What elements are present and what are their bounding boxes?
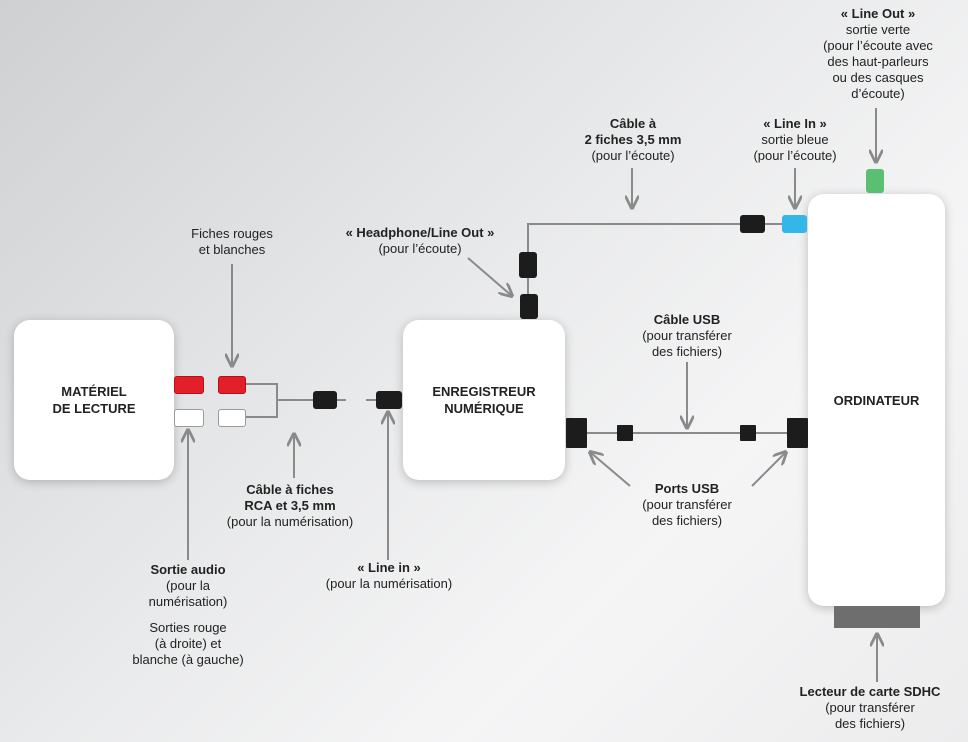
- recorder-label-line-1: ENREGISTREUR: [432, 384, 536, 399]
- label-headphone-out-title: « Headphone/Line Out »: [345, 225, 495, 240]
- pc-green-jack: [866, 169, 884, 193]
- label-line-in-recorder-title: « Line in »: [357, 560, 421, 575]
- usb-plug-left: [617, 425, 633, 441]
- label-rca-cable-note: (pour la numérisation): [226, 514, 354, 529]
- label-line-out-pc-title: « Line Out »: [840, 6, 916, 21]
- label-line-in-recorder-note: (pour la numérisation): [325, 576, 453, 591]
- label-sd-reader-note-1: (pour transférer: [825, 700, 915, 715]
- headphone-cable-wire: [527, 223, 740, 252]
- label-sd-reader-note-2: des fichiers): [834, 716, 906, 731]
- rca-35mm-plug: [313, 391, 337, 409]
- label-line-in-pc-note-1: sortie bleue: [761, 132, 829, 147]
- player-label-line-1: MATÉRIEL: [61, 384, 127, 399]
- label-audio-out-detail-3: blanche (à gauche): [132, 652, 244, 667]
- player-label-line-2: DE LECTURE: [52, 401, 136, 416]
- playback-device: MATÉRIEL DE LECTURE: [14, 320, 174, 480]
- label-usb-cable-note-1: (pour transférer: [642, 328, 732, 343]
- label-line-out-pc-note-2: (pour l’écoute avec: [823, 38, 933, 53]
- label-usb-ports-note-1: (pour transférer: [642, 497, 732, 512]
- label-audio-out-note-1: (pour la: [165, 578, 211, 593]
- rca-red-plug: [218, 376, 246, 394]
- label-cable-35: Câble à 2 fiches 3,5 mm (pour l’écoute): [558, 116, 708, 164]
- label-audio-out-detail: Sorties rouge (à droite) et blanche (à g…: [106, 620, 270, 668]
- recorder-label-line-2: NUMÉRIQUE: [444, 401, 524, 416]
- arrow-usb-port-pc: [751, 452, 786, 487]
- label-line-out-pc-note-5: d’écoute): [851, 86, 905, 101]
- label-rca-cable: Câble à fiches RCA et 3,5 mm (pour la nu…: [198, 482, 382, 530]
- recorder-headphone-jack: [520, 294, 538, 319]
- computer: ORDINATEUR: [808, 194, 945, 606]
- label-usb-ports-note-2: des fichiers): [651, 513, 723, 528]
- rca-cable-white-wire: [244, 400, 278, 418]
- pc-cable-plug: [740, 215, 765, 233]
- recorder-linein-plug: [376, 391, 402, 409]
- label-line-in-pc-note-2: (pour l’écoute): [753, 148, 837, 163]
- label-headphone-out: « Headphone/Line Out » (pour l’écoute): [316, 225, 524, 257]
- rca-white-plug: [218, 409, 246, 427]
- sd-card-slot: [834, 606, 920, 628]
- label-audio-out-title: Sortie audio: [150, 562, 226, 577]
- label-sd-reader-title: Lecteur de carte SDHC: [799, 684, 941, 699]
- arrow-headphone-out: [467, 257, 512, 296]
- label-usb-cable-title: Câble USB: [653, 312, 721, 327]
- label-usb-ports: Ports USB (pour transférer des fichiers): [612, 481, 762, 529]
- label-rca-plugs-line-2: et blanches: [198, 242, 266, 257]
- label-cable-35-title-1: Câble à: [609, 116, 657, 131]
- headphone-cable-plug: [519, 252, 537, 278]
- label-headphone-out-note: (pour l’écoute): [378, 241, 462, 256]
- player-white-jack: [174, 409, 204, 427]
- label-line-in-recorder: « Line in » (pour la numérisation): [294, 560, 484, 592]
- label-rca-cable-title-2: RCA et 3,5 mm: [244, 498, 336, 513]
- label-line-out-pc-note-3: des haut-parleurs: [827, 54, 929, 69]
- recorder-usb-port: [566, 418, 587, 448]
- usb-plug-right: [740, 425, 756, 441]
- label-sd-reader: Lecteur de carte SDHC (pour transférer d…: [772, 684, 968, 732]
- digital-recorder: ENREGISTREUR NUMÉRIQUE: [403, 320, 565, 480]
- label-audio-out-note-2: numérisation): [148, 594, 228, 609]
- label-rca-plugs: Fiches rouges et blanches: [165, 226, 299, 258]
- label-audio-out: Sortie audio (pour la numérisation): [118, 562, 258, 610]
- label-usb-ports-title: Ports USB: [654, 481, 720, 496]
- pc-usb-port: [787, 418, 808, 448]
- label-usb-cable: Câble USB (pour transférer des fichiers): [612, 312, 762, 360]
- label-audio-out-detail-1: Sorties rouge: [149, 620, 227, 635]
- label-cable-35-note: (pour l’écoute): [591, 148, 675, 163]
- label-line-in-pc: « Line In » sortie bleue (pour l’écoute): [732, 116, 858, 164]
- rca-cable-red-wire: [244, 383, 278, 400]
- label-rca-cable-title-1: Câble à fiches: [246, 482, 334, 497]
- label-cable-35-title-2: 2 fiches 3,5 mm: [584, 132, 682, 147]
- label-usb-cable-note-2: des fichiers): [651, 344, 723, 359]
- arrow-usb-port-recorder: [590, 452, 631, 487]
- label-line-out-pc-note-1: sortie verte: [845, 22, 911, 37]
- label-rca-plugs-line-1: Fiches rouges: [191, 226, 273, 241]
- label-line-out-pc-note-4: ou des casques: [832, 70, 924, 85]
- label-line-out-pc: « Line Out » sortie verte (pour l’écoute…: [796, 6, 960, 102]
- label-line-in-pc-title: « Line In »: [763, 116, 827, 131]
- label-audio-out-detail-2: (à droite) et: [154, 636, 222, 651]
- computer-label: ORDINATEUR: [833, 392, 920, 408]
- player-red-jack: [174, 376, 204, 394]
- pc-blue-jack: [782, 215, 807, 233]
